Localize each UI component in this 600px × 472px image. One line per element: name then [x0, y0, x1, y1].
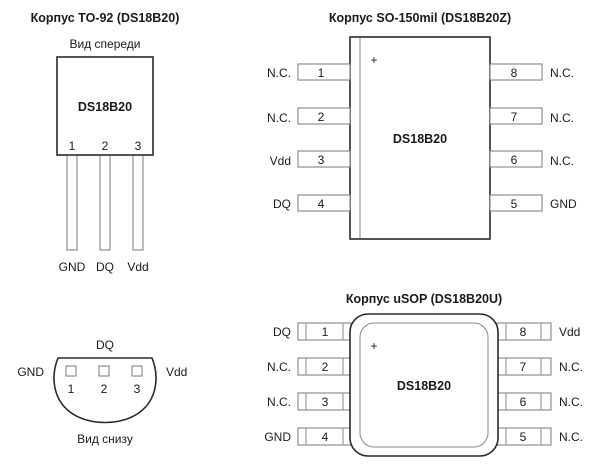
usop-pin-2: 2 N.C. [267, 357, 352, 376]
to92-front-pin-name-1: GND [59, 260, 86, 274]
to92-bottom-pad-2 [98, 365, 110, 377]
so150-pin-number: 5 [511, 197, 518, 211]
so150-pin-number: 7 [511, 110, 518, 124]
usop-pin-name: N.C. [559, 360, 583, 374]
so150-package: Корпус SO-150mil (DS18B20Z) + DS18B20 1 … [267, 11, 577, 240]
so150-pin-4: 4 DQ [273, 194, 351, 212]
so150-pin-7: 7 N.C. [489, 107, 574, 125]
to92-front-pin-name-3: Vdd [127, 260, 148, 274]
to92-bottom-view: DQ GND Vdd 1 2 3 Вид снизу [17, 338, 187, 446]
to92-lead-2 [99, 154, 111, 251]
to92-bottom-pin-number-1: 1 [68, 382, 75, 396]
usop-right-pins: 8 Vdd 7 N.C. 6 N.C. 5 [496, 322, 583, 446]
so150-pin-name: Vdd [270, 154, 291, 168]
so150-pin1-marker: + [370, 53, 377, 67]
so150-left-pins: 1 N.C. 2 N.C. 3 Vdd 4 DQ [267, 63, 351, 212]
so150-pin-name: N.C. [550, 66, 574, 80]
so150-pin-2: 2 N.C. [267, 107, 351, 125]
usop-pin-number: 1 [322, 325, 329, 339]
to92-front-view: Корпус TO-92 (DS18B20) Вид спереди DS18B… [31, 11, 180, 274]
to92-body [56, 56, 154, 156]
so150-pin-number: 3 [318, 153, 325, 167]
to92-title: Корпус TO-92 (DS18B20) [31, 11, 180, 25]
usop-pin-number: 3 [322, 395, 329, 409]
to92-bottom-pin-name-3: Vdd [166, 365, 187, 379]
so150-pin-number: 4 [318, 197, 325, 211]
usop-pin-7: 7 N.C. [496, 357, 583, 376]
to92-bottom-pin-name-2: DQ [96, 338, 114, 352]
so150-body [349, 36, 491, 240]
to92-bottom-pin-number-3: 3 [134, 382, 141, 396]
usop-pin-name: N.C. [559, 395, 583, 409]
usop-body-inner-outline [359, 322, 489, 448]
to92-front-pin-name-2: DQ [96, 260, 114, 274]
usop-title: Корпус uSOP (DS18B20U) [346, 292, 502, 306]
so150-pin-lead [489, 107, 543, 125]
usop-body [349, 313, 499, 457]
so150-pin-3: 3 Vdd [270, 150, 351, 168]
so150-pin-name: N.C. [267, 111, 291, 125]
so150-pin-number: 2 [318, 110, 325, 124]
to92-front-pin-number-1: 1 [69, 139, 76, 153]
so150-pin-name: DQ [273, 197, 291, 211]
so150-pin-name: N.C. [267, 66, 291, 80]
usop-left-pins: 1 DQ 2 N.C. 3 N.C. 4 [264, 322, 352, 446]
usop-pin-8: 8 Vdd [496, 322, 580, 341]
usop-pin-name: GND [264, 430, 291, 444]
so150-right-pins: 8 N.C. 7 N.C. 6 N.C. 5 GND [489, 63, 577, 212]
so150-pin-name: N.C. [550, 154, 574, 168]
so150-pin-lead [489, 150, 543, 168]
so150-pin-1: 1 N.C. [267, 63, 351, 81]
to92-front-pin-number-3: 3 [135, 139, 142, 153]
to92-bottom-view-label: Вид снизу [77, 432, 133, 446]
to92-front-view-label: Вид спереди [69, 37, 140, 51]
so150-pin-lead [297, 63, 351, 81]
so150-pin-8: 8 N.C. [489, 63, 574, 81]
usop-pin-number: 8 [520, 325, 527, 339]
to92-bottom-body [53, 357, 157, 424]
usop-pin-number: 4 [322, 430, 329, 444]
so150-pin-lead [297, 107, 351, 125]
usop-pin-name: N.C. [267, 395, 291, 409]
usop-pin1-marker: + [370, 339, 377, 353]
usop-chip-label: DS18B20 [397, 379, 451, 393]
so150-pin-lead [297, 150, 351, 168]
usop-pin-number: 6 [520, 395, 527, 409]
so150-title: Корпус SO-150mil (DS18B20Z) [329, 11, 511, 25]
usop-pin-6: 6 N.C. [496, 392, 583, 411]
usop-pin-1: 1 DQ [273, 322, 352, 341]
so150-pin-6: 6 N.C. [489, 150, 574, 168]
to92-front-pin-number-2: 2 [102, 139, 109, 153]
so150-chip-label: DS18B20 [393, 132, 447, 146]
usop-pin-name: DQ [273, 325, 291, 339]
usop-pin-4: 4 GND [264, 427, 352, 446]
to92-lead-1 [66, 154, 78, 251]
so150-pin-lead [489, 63, 543, 81]
to92-bottom-pin-number-2: 2 [101, 382, 108, 396]
usop-pin-5: 5 N.C. [496, 427, 583, 446]
to92-bottom-pin-name-1: GND [17, 365, 44, 379]
so150-pin-name: N.C. [550, 111, 574, 125]
usop-pin-name: Vdd [559, 325, 580, 339]
so150-pin-name: GND [550, 197, 577, 211]
so150-pin-lead [297, 194, 351, 212]
usop-pin-3: 3 N.C. [267, 392, 352, 411]
so150-pin-number: 8 [511, 66, 518, 80]
to92-bottom-pad-1 [65, 365, 77, 377]
so150-pin-number: 1 [318, 66, 325, 80]
usop-pin-number: 7 [520, 360, 527, 374]
to92-lead-3 [132, 154, 144, 251]
usop-pin-name: N.C. [559, 430, 583, 444]
usop-package: Корпус uSOP (DS18B20U) 1 DQ 2 N.C. [264, 292, 583, 457]
so150-pin-lead [489, 194, 543, 212]
to92-chip-label: DS18B20 [78, 100, 132, 114]
so150-pin-5: 5 GND [489, 194, 577, 212]
usop-pin-name: N.C. [267, 360, 291, 374]
so150-pin-number: 6 [511, 153, 518, 167]
to92-bottom-pad-3 [131, 365, 143, 377]
usop-pin-number: 2 [322, 360, 329, 374]
usop-pin-number: 5 [520, 430, 527, 444]
